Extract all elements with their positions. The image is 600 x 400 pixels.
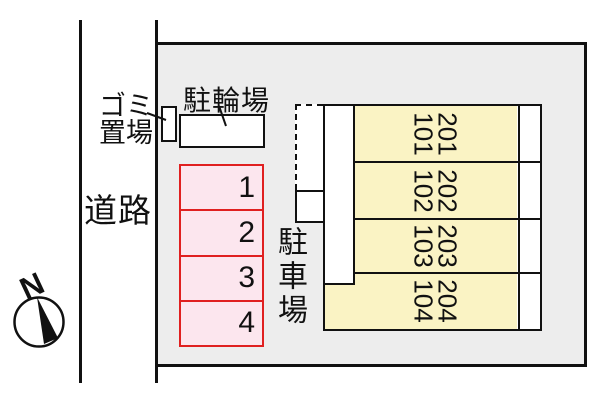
unit-lower-number: 101 (408, 111, 439, 156)
entrance-porch (295, 190, 325, 223)
parking-space-1: 1 (181, 166, 262, 209)
unit-divider (355, 218, 540, 220)
unit-number-label: 203 103 (408, 224, 463, 268)
unit-number-label: 202 102 (408, 168, 463, 213)
unit-upper-number: 203 (432, 224, 463, 268)
parking-space-number: 4 (238, 306, 255, 340)
unit-upper-number: 201 (432, 111, 463, 156)
bicycle-parking-box (179, 114, 265, 148)
unit-row-1: 201 101 (355, 106, 517, 161)
unit-row-3: 203 103 (355, 220, 517, 272)
unit-row-4: 204 104 (355, 274, 517, 328)
parking-lot-label: 駐車場 (273, 226, 306, 328)
building-unit-4-extension (325, 285, 357, 329)
parking-space-number: 3 (238, 261, 255, 295)
building-corridor (325, 106, 355, 285)
garbage-box (161, 106, 177, 142)
compass-icon: N (13, 265, 65, 348)
unit-lower-number: 103 (408, 224, 439, 268)
parking-space-2: 2 (181, 209, 262, 254)
unit-row-2: 202 102 (355, 163, 517, 218)
garbage-label-line1: ゴミ (99, 91, 153, 121)
unit-number-label: 201 101 (408, 111, 463, 156)
building-units-area (355, 106, 517, 329)
building: 201 101 202 102 203 103 204 104 (323, 104, 542, 331)
parking-space-number: 2 (238, 215, 255, 249)
unit-number-label: 204 104 (408, 279, 463, 323)
parking-lot: 1 2 3 4 (179, 164, 264, 347)
parking-space-4: 4 (181, 299, 262, 345)
entrance-dashed-area (295, 104, 323, 190)
unit-lower-number: 102 (408, 168, 439, 213)
road-label: 道路 (84, 192, 152, 229)
compass-needle (37, 297, 58, 344)
parking-space-3: 3 (181, 254, 262, 300)
parking-space-number: 1 (238, 170, 255, 204)
north-label: N (14, 265, 49, 306)
unit-divider (355, 161, 540, 163)
garbage-label-line2: 置場 (99, 118, 153, 148)
unit-upper-number: 202 (432, 168, 463, 213)
compass-circle (13, 296, 65, 348)
unit-lower-number: 104 (408, 279, 439, 323)
road-left-line (79, 20, 82, 383)
unit-divider (355, 272, 540, 274)
garbage-area-label: ゴミ 置場 (82, 93, 153, 147)
bicycle-parking-label: 駐輪場 (183, 85, 271, 116)
unit-upper-number: 204 (432, 279, 463, 323)
